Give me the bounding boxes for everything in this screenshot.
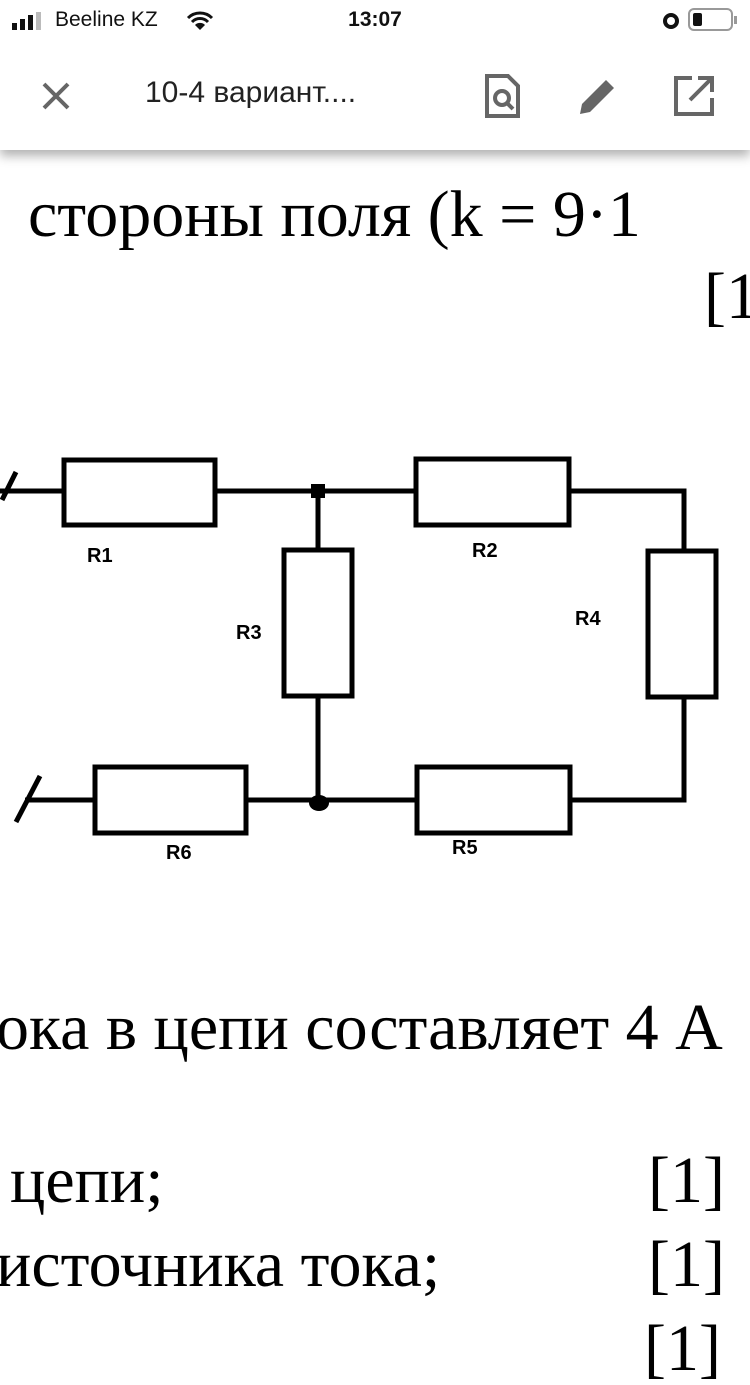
wifi-icon	[186, 11, 214, 30]
wire-top-right	[569, 488, 687, 551]
text-line: стороны поля (k = 9·1	[28, 178, 641, 251]
junction-bottom	[309, 795, 329, 811]
score-mark: [1]	[648, 1228, 725, 1301]
document-title: 10-4 вариант....	[145, 76, 357, 109]
find-in-document-icon[interactable]	[478, 72, 526, 120]
wire-right	[570, 697, 687, 803]
signal-icon	[12, 12, 41, 30]
open-external-icon[interactable]	[670, 72, 718, 120]
text-line: ока в цепи составляет 4 А	[0, 991, 723, 1064]
list-item-text: цепи;	[10, 1144, 164, 1217]
resistor-r2	[413, 456, 572, 528]
label-r5: R5	[452, 837, 478, 859]
status-bar: Beeline KZ 13:07	[0, 0, 750, 42]
resistor-r3	[281, 547, 355, 699]
terminal-top	[0, 470, 19, 502]
terminal-bottom	[13, 774, 43, 824]
junction-top	[311, 484, 325, 498]
resistor-r5	[414, 764, 573, 836]
list-item-text: источника тока;	[0, 1228, 441, 1301]
label-r4: R4	[575, 608, 601, 630]
label-r2: R2	[472, 540, 498, 562]
circuit-diagram: R1 R2 R3 R4 R5 R6	[0, 456, 719, 864]
resistor-r4	[645, 548, 719, 700]
clock: 13:07	[348, 8, 402, 31]
alarm-icon	[663, 13, 679, 29]
resistor-r6	[92, 764, 249, 836]
edit-pencil-icon[interactable]	[574, 72, 622, 120]
score-mark: [1]	[644, 1312, 721, 1385]
label-r1: R1	[87, 545, 113, 567]
close-icon[interactable]	[32, 72, 80, 120]
carrier-name: Beeline KZ	[55, 8, 158, 31]
battery-icon	[688, 8, 737, 31]
label-r3: R3	[236, 622, 262, 644]
score-mark: [1	[704, 260, 750, 333]
label-r6: R6	[166, 842, 192, 864]
resistor-r1	[61, 457, 218, 528]
document-page: стороны поля (k = 9·1 [1 R1 R2 R3 R4 R	[0, 178, 750, 1382]
score-mark: [1]	[648, 1144, 725, 1217]
viewer-toolbar: 10-4 вариант....	[0, 42, 750, 150]
